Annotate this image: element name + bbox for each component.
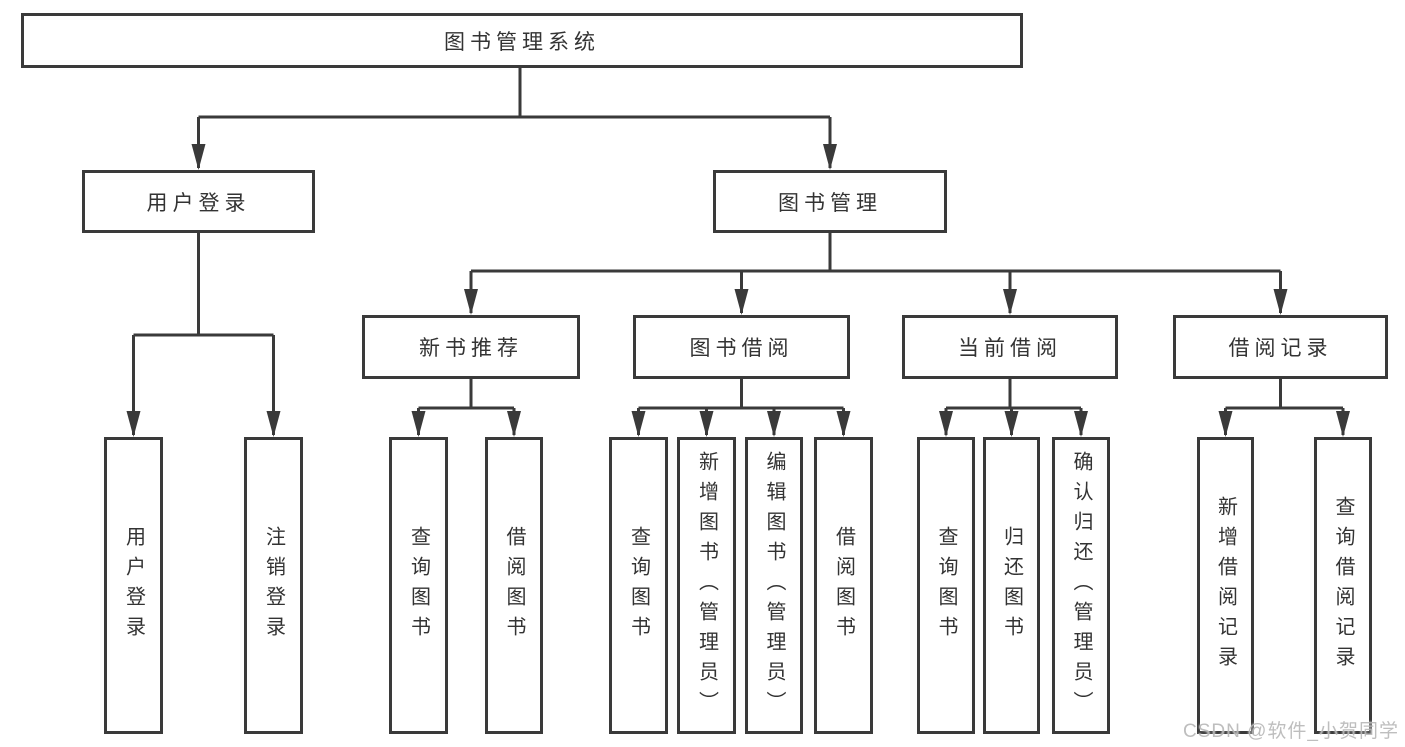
node-label: 当前借阅 — [958, 337, 1062, 360]
node-label: 图书管理 — [778, 191, 882, 215]
node-borrow-record: 借阅记录 — [1173, 315, 1388, 379]
connector-bookmgmt-to-level3 — [469, 233, 1282, 313]
leaf-label: 归还图书 — [1000, 525, 1023, 646]
leaf-label: 新增图书（管理员） — [695, 450, 718, 721]
leaf-confirm-return-admin: 确认归还（管理员） — [1052, 437, 1110, 734]
node-book-borrow: 图书借阅 — [633, 315, 850, 379]
leaf-label: 查询图书 — [407, 525, 430, 646]
leaf-borrow-book: 借阅图书 — [485, 437, 543, 734]
node-label: 图书管理系统 — [444, 30, 600, 54]
leaf-return-book: 归还图书 — [983, 437, 1040, 734]
leaf-label: 编辑图书（管理员） — [763, 450, 785, 721]
leaf-label: 用户登录 — [122, 525, 145, 646]
leaf-add-book-admin: 新增图书（管理员） — [677, 437, 736, 734]
node-user-login: 用户登录 — [82, 170, 315, 233]
leaf-borrow-book: 借阅图书 — [814, 437, 873, 734]
connector-newbook-to-leaves — [417, 379, 516, 435]
leaf-edit-book-admin: 编辑图书（管理员） — [745, 437, 803, 734]
leaf-label: 新增借阅记录 — [1214, 495, 1237, 676]
leaf-query-book: 查询图书 — [389, 437, 448, 734]
leaf-label: 查询图书 — [935, 525, 957, 646]
csdn-watermark: CSDN @软件_小贺同学 — [1183, 721, 1399, 742]
connector-userlogin-to-leaves — [132, 233, 275, 435]
leaf-add-borrow-record: 新增借阅记录 — [1197, 437, 1254, 734]
node-label: 用户登录 — [146, 191, 251, 215]
leaf-label: 查询借阅记录 — [1332, 495, 1354, 676]
node-root-library-system: 图书管理系统 — [21, 13, 1023, 68]
node-label: 图书借阅 — [689, 337, 794, 360]
leaf-label: 注销登录 — [262, 525, 285, 646]
connector-borrowrecord-to-leaves — [1224, 379, 1345, 435]
leaf-user-login: 用户登录 — [104, 437, 163, 734]
leaf-label: 借阅图书 — [503, 525, 525, 646]
node-new-book-recommend: 新书推荐 — [362, 315, 580, 379]
leaf-query-borrow-record: 查询借阅记录 — [1314, 437, 1372, 734]
node-label: 新书推荐 — [419, 337, 523, 360]
leaf-label: 查询图书 — [627, 525, 650, 646]
leaf-logout: 注销登录 — [244, 437, 303, 734]
node-current-borrow: 当前借阅 — [902, 315, 1118, 379]
leaf-query-book: 查询图书 — [609, 437, 668, 734]
connector-bookborrow-to-leaves — [637, 379, 845, 435]
leaf-label: 借阅图书 — [832, 525, 855, 646]
node-book-management: 图书管理 — [713, 170, 947, 233]
leaf-query-book: 查询图书 — [917, 437, 975, 734]
leaf-label: 确认归还（管理员） — [1070, 450, 1092, 721]
connector-root-to-level2 — [197, 68, 832, 168]
arrowheads — [126, 144, 1350, 437]
node-label: 借阅记录 — [1228, 337, 1333, 360]
